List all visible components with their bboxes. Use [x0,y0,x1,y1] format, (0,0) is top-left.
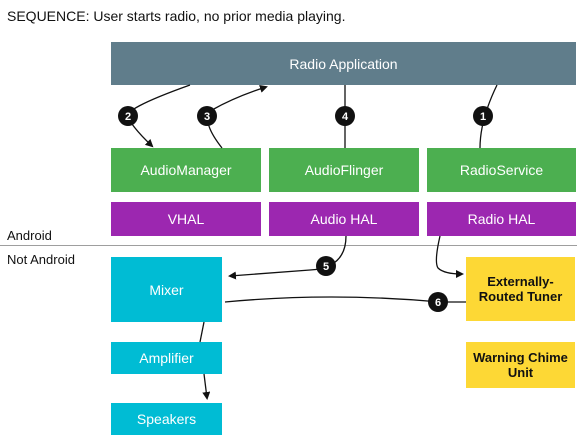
svg-text:4: 4 [342,111,349,123]
vhal-label: VHAL [167,211,205,227]
radioservice-label: RadioService [459,162,544,178]
connector-tuner-to-mixer [224,296,466,303]
amplifier-box: Amplifier [111,342,222,374]
diagram-title: SEQUENCE: User starts radio, no prior me… [7,8,346,24]
connector-mixer-to-amplifier [199,321,205,343]
mixer-label: Mixer [149,281,184,298]
audiomanager-label: AudioManager [140,162,232,178]
step-marker-6: 6 [428,292,448,312]
not-android-zone-label: Not Android [7,252,75,267]
audioflinger-box: AudioFlinger [269,148,419,192]
chime-label-line2: Unit [507,365,534,380]
audioflinger-label: AudioFlinger [304,162,384,178]
svg-text:5: 5 [323,261,329,273]
connector-amplifier-to-speakers [202,373,211,400]
svg-text:1: 1 [480,111,486,123]
connector-radiohal-to-tuner [435,235,464,278]
radio-hal-label: Radio HAL [467,211,536,227]
connector-audiohal-to-mixer [228,235,347,280]
radio-hal-box: Radio HAL [427,202,576,236]
step-marker-1: 1 [473,106,493,126]
radio-application-box: Radio Application [111,42,576,85]
tuner-label-line1: Externally- [487,274,554,289]
tuner-label-line2: Routed Tuner [478,289,563,304]
audiomanager-box: AudioManager [111,148,261,192]
amplifier-label: Amplifier [139,350,194,366]
mixer-box: Mixer [111,257,222,322]
step-marker-5: 5 [316,256,336,276]
android-zone-label: Android [7,228,52,243]
externally-routed-tuner-box: Externally- Routed Tuner [466,257,575,321]
step-marker-2: 2 [118,106,138,126]
warning-chime-unit-box: Warning Chime Unit [466,342,575,388]
chime-label-line1: Warning Chime [473,350,568,365]
audio-hal-box: Audio HAL [269,202,419,236]
step-marker-4: 4 [335,106,355,126]
step-marker-3: 3 [197,106,217,126]
android-boundary-divider [0,245,577,246]
radioservice-box: RadioService [427,148,576,192]
svg-text:2: 2 [125,111,131,123]
svg-text:6: 6 [435,297,441,309]
radio-application-label: Radio Application [289,55,398,72]
speakers-box: Speakers [111,403,222,435]
vhal-box: VHAL [111,202,261,236]
svg-text:3: 3 [204,111,210,123]
speakers-label: Speakers [136,411,197,427]
audio-hal-label: Audio HAL [310,211,378,227]
